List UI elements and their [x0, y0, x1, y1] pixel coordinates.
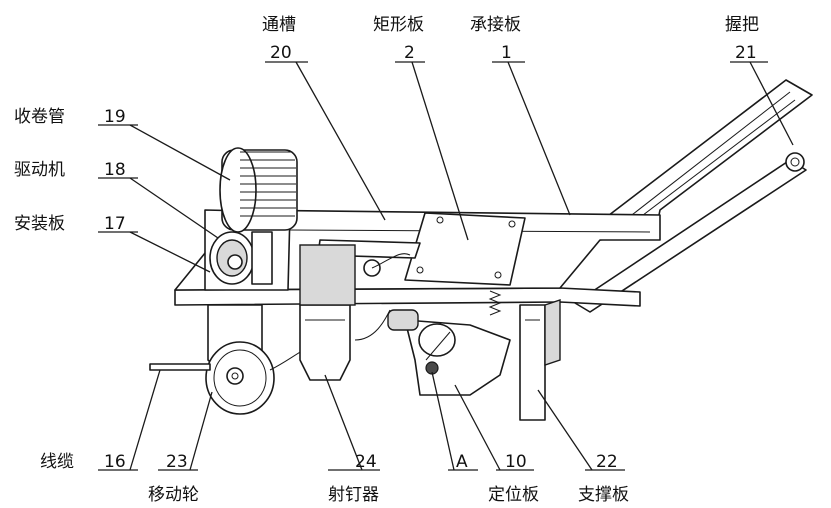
label-number-moving-wheel: 23: [166, 452, 188, 472]
label-number-drive-motor: 18: [104, 160, 126, 180]
label-number-rectangular-plate: 2: [404, 43, 415, 63]
drive-motor: [209, 231, 273, 285]
label-name-positioning-plate: 定位板: [488, 485, 539, 505]
callout-labels: 通槽 20 矩形板 2 承接板 1 握把 21 收卷管 19 驱动机 18 安装…: [14, 15, 759, 505]
label-number-cable: 16: [104, 452, 126, 472]
label-number-mounting-plate: 17: [104, 214, 126, 234]
nail-gun: [299, 244, 391, 381]
label-name-through-slot: 通槽: [262, 15, 296, 35]
rectangular-plate: [404, 212, 526, 286]
label-number-carrier-plate: 1: [501, 43, 512, 63]
label-name-moving-wheel: 移动轮: [148, 485, 199, 505]
label-name-mounting-plate: 安装板: [14, 214, 65, 234]
handle: [574, 79, 813, 313]
label-number-through-slot: 20: [270, 43, 292, 63]
label-name-carrier-plate: 承接板: [470, 15, 521, 35]
label-name-handle: 握把: [725, 15, 759, 35]
label-number-support-plate: 22: [596, 452, 618, 472]
label-number-nail-gun: 24: [355, 452, 377, 472]
label-number-detail-a: A: [456, 452, 468, 472]
label-name-support-plate: 支撑板: [578, 485, 629, 505]
label-number-positioning-plate: 10: [505, 452, 527, 472]
label-number-handle: 21: [735, 43, 757, 63]
label-name-nail-gun: 射钉器: [328, 485, 379, 505]
label-name-take-up-tube: 收卷管: [14, 107, 65, 127]
label-name-drive-motor: 驱动机: [14, 160, 65, 180]
label-name-cable: 线缆: [40, 452, 74, 472]
label-name-rectangular-plate: 矩形板: [373, 15, 424, 35]
leader-lines: [98, 61, 794, 471]
moving-wheel: [205, 341, 275, 415]
take-up-tube: [219, 147, 298, 233]
label-number-take-up-tube: 19: [104, 107, 126, 127]
positioning-plate: [387, 290, 511, 396]
support-plate: [519, 299, 561, 421]
